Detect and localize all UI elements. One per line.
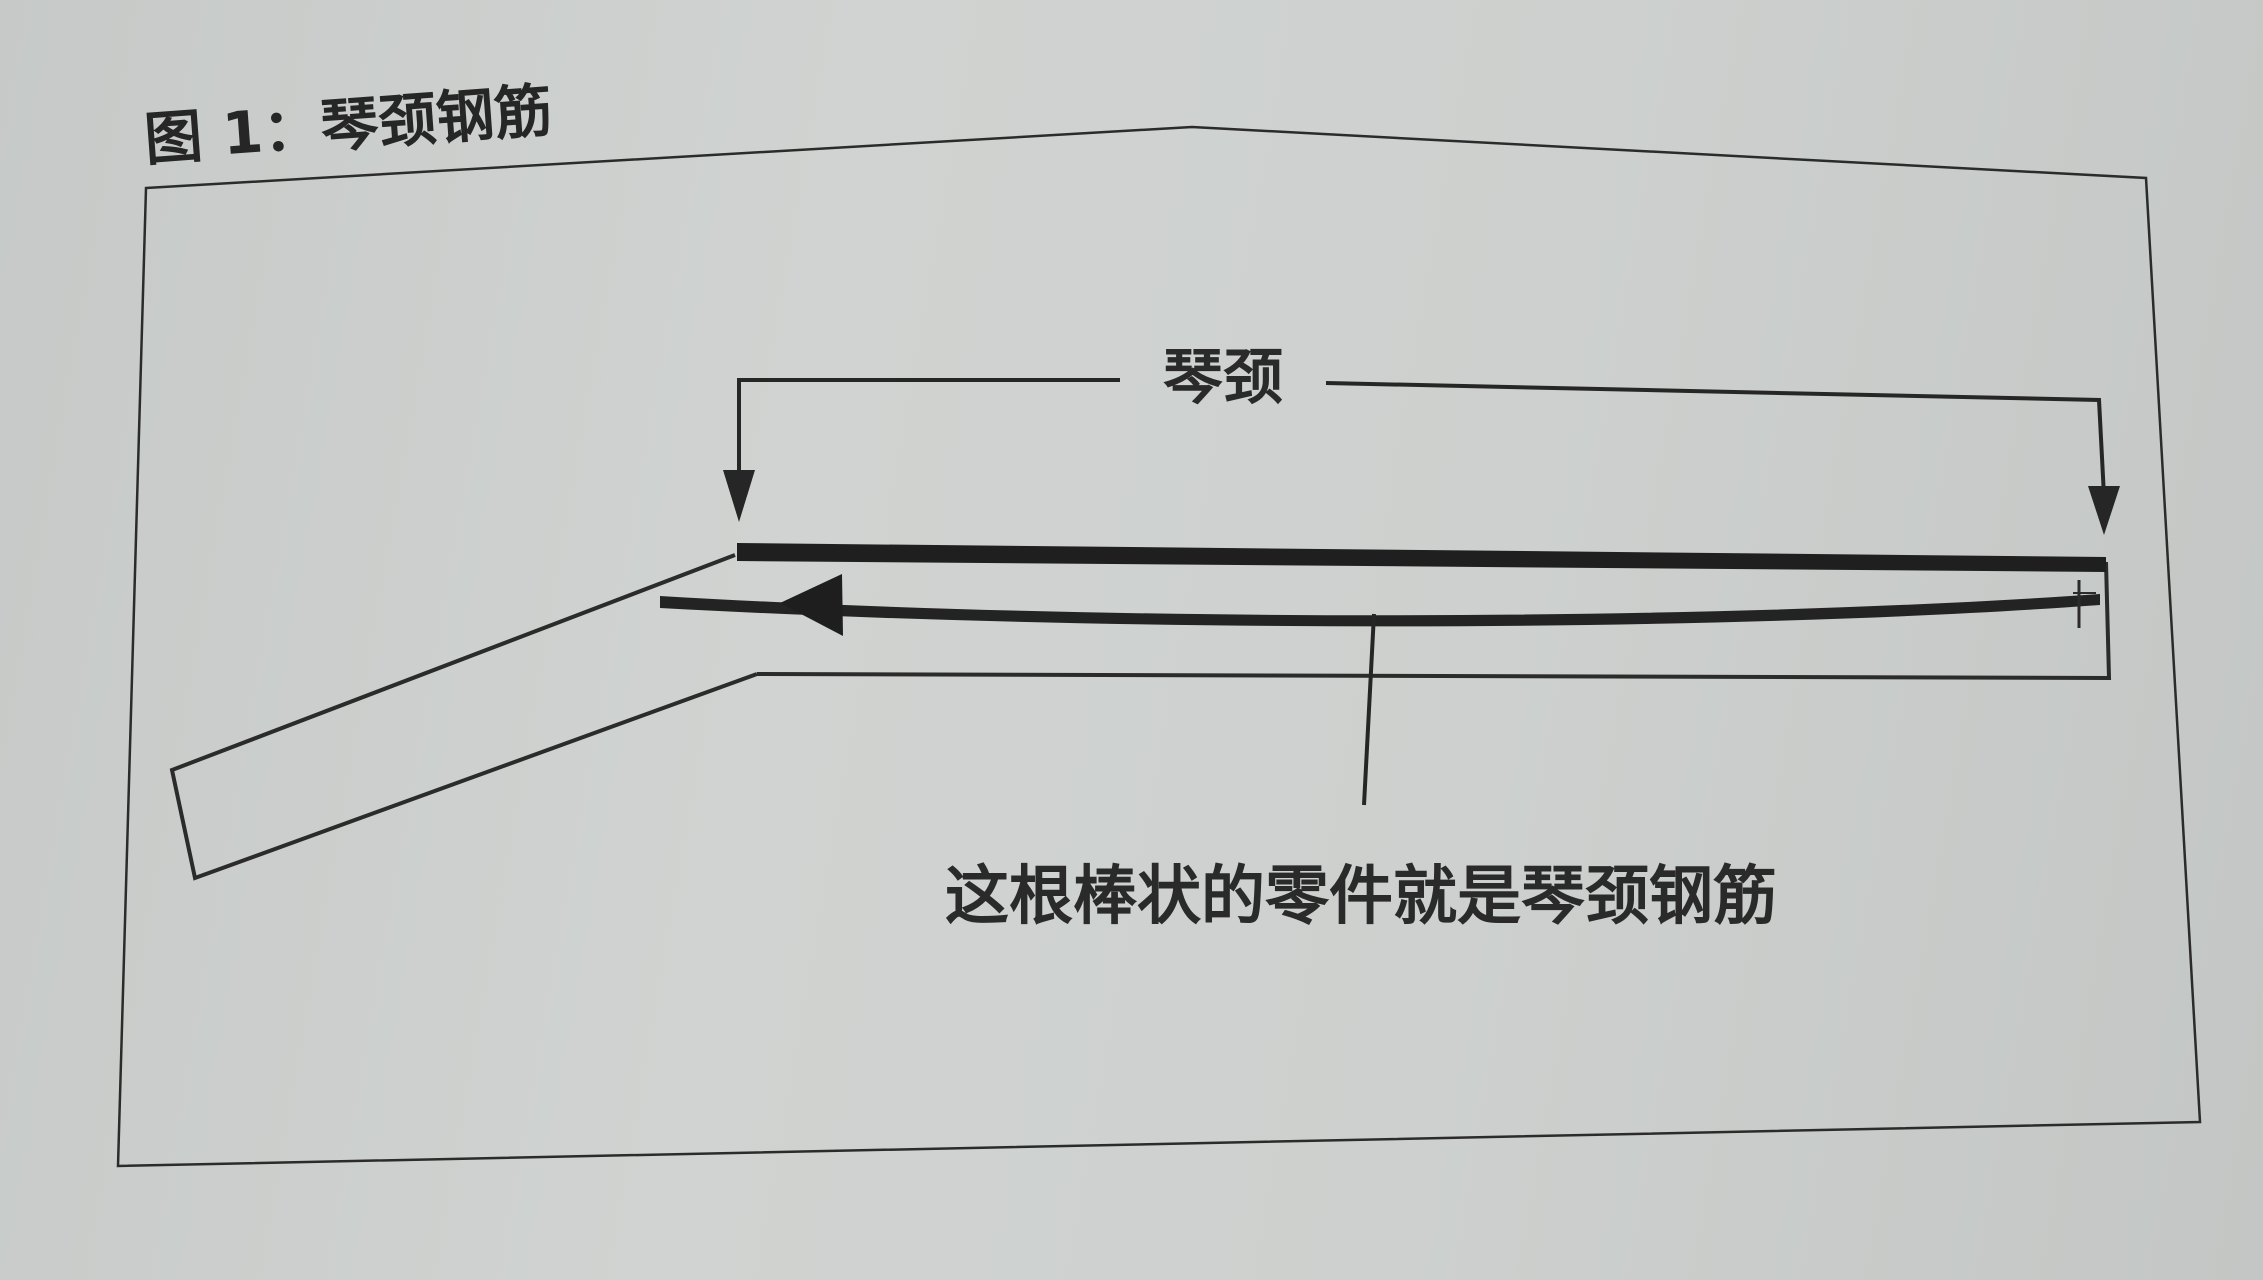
neck-body-outline xyxy=(756,561,2112,681)
truss-rod-label: 这根棒状的零件就是琴颈钢筋 xyxy=(945,860,1777,934)
headstock-outline xyxy=(169,553,758,881)
guitar-neck-outline xyxy=(169,553,2112,881)
figure-title: 图 1：琴颈钢筋 xyxy=(142,76,554,174)
truss-rod xyxy=(660,594,2100,627)
truss-rod-arrowhead xyxy=(780,574,843,636)
fingerboard xyxy=(737,543,2106,572)
neck-bracket-left xyxy=(737,378,1120,478)
figure-frame xyxy=(116,125,2202,1168)
neck-bracket xyxy=(737,378,2106,497)
neck-bracket-right xyxy=(1325,381,2106,497)
neck-label: 琴颈 xyxy=(1163,343,1283,413)
truss-rod-leader xyxy=(1362,613,1376,806)
neck-bracket-left-arrow xyxy=(723,470,755,522)
neck-bracket-right-arrow xyxy=(2088,486,2120,535)
